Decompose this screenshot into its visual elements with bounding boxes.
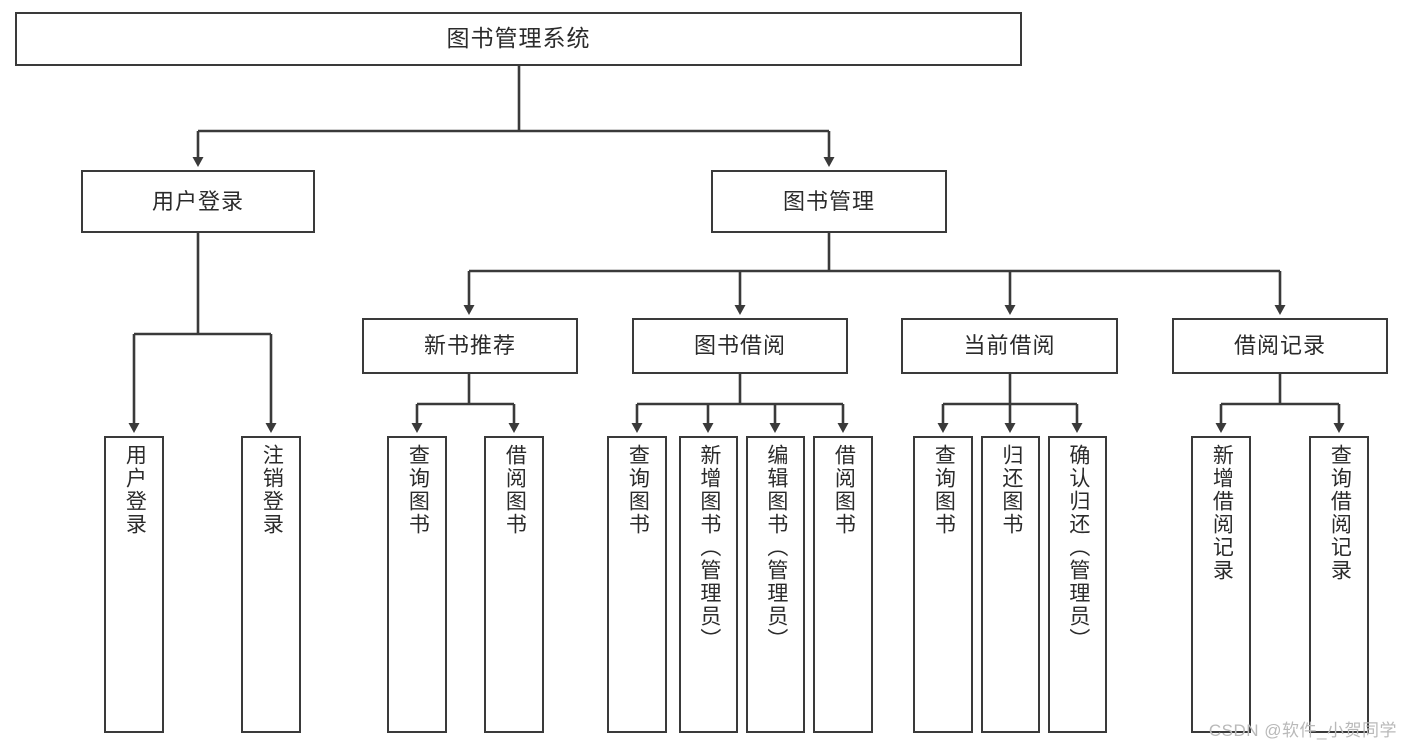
node-borrow-record-label: 借阅记录 (1233, 333, 1326, 359)
node-leaf-user-login-label: 用户登录 (123, 444, 147, 536)
node-leaf-add-borrow-record-label: 新增借阅记录 (1210, 444, 1234, 582)
node-leaf-borrow-book-recommend-label: 借阅图书 (503, 444, 527, 536)
node-leaf-query-book-recommend-label: 查询图书 (406, 444, 430, 536)
node-leaf-query-book-borrow[interactable]: 查询图书 (607, 436, 667, 733)
node-book-management[interactable]: 图书管理 (711, 170, 947, 233)
node-leaf-logout-label: 注销登录 (260, 444, 284, 536)
node-leaf-query-book-current-label: 查询图书 (932, 444, 956, 536)
node-current-borrow-label: 当前借阅 (963, 333, 1056, 359)
csdn-watermark: CSDN @软件_小贺同学 (1208, 721, 1397, 740)
node-leaf-user-login[interactable]: 用户登录 (104, 436, 164, 733)
node-book-borrow[interactable]: 图书借阅 (632, 318, 848, 374)
node-borrow-record[interactable]: 借阅记录 (1172, 318, 1388, 374)
node-leaf-query-borrow-record[interactable]: 查询借阅记录 (1309, 436, 1369, 733)
node-leaf-logout[interactable]: 注销登录 (241, 436, 301, 733)
node-leaf-query-borrow-record-label: 查询借阅记录 (1328, 444, 1352, 582)
node-leaf-add-book-admin-label: 新增图书（管理员） (697, 444, 721, 651)
node-leaf-add-book-admin[interactable]: 新增图书（管理员） (679, 436, 738, 733)
node-leaf-edit-book-admin-label: 编辑图书（管理员） (764, 444, 788, 651)
node-leaf-confirm-return-admin[interactable]: 确认归还（管理员） (1048, 436, 1107, 733)
node-new-book-recommend-label: 新书推荐 (423, 333, 516, 359)
node-leaf-borrow-book[interactable]: 借阅图书 (813, 436, 873, 733)
node-new-book-recommend[interactable]: 新书推荐 (362, 318, 578, 374)
node-leaf-borrow-book-recommend[interactable]: 借阅图书 (484, 436, 544, 733)
node-leaf-add-borrow-record[interactable]: 新增借阅记录 (1191, 436, 1251, 733)
node-leaf-query-book-borrow-label: 查询图书 (626, 444, 650, 536)
node-leaf-return-book-label: 归还图书 (999, 444, 1023, 536)
node-book-management-label: 图书管理 (782, 188, 875, 214)
node-leaf-confirm-return-admin-label: 确认归还（管理员） (1066, 444, 1090, 651)
node-user-login-label: 用户登录 (151, 188, 244, 214)
node-leaf-borrow-book-label: 借阅图书 (832, 444, 856, 536)
node-current-borrow[interactable]: 当前借阅 (901, 318, 1118, 374)
node-user-login[interactable]: 用户登录 (81, 170, 315, 233)
node-root-system-label: 图书管理系统 (446, 25, 591, 52)
node-root-system[interactable]: 图书管理系统 (15, 12, 1022, 66)
node-leaf-query-book-current[interactable]: 查询图书 (913, 436, 973, 733)
node-leaf-return-book[interactable]: 归还图书 (981, 436, 1040, 733)
node-leaf-query-book-recommend[interactable]: 查询图书 (387, 436, 447, 733)
node-book-borrow-label: 图书借阅 (693, 333, 786, 359)
node-leaf-edit-book-admin[interactable]: 编辑图书（管理员） (746, 436, 805, 733)
